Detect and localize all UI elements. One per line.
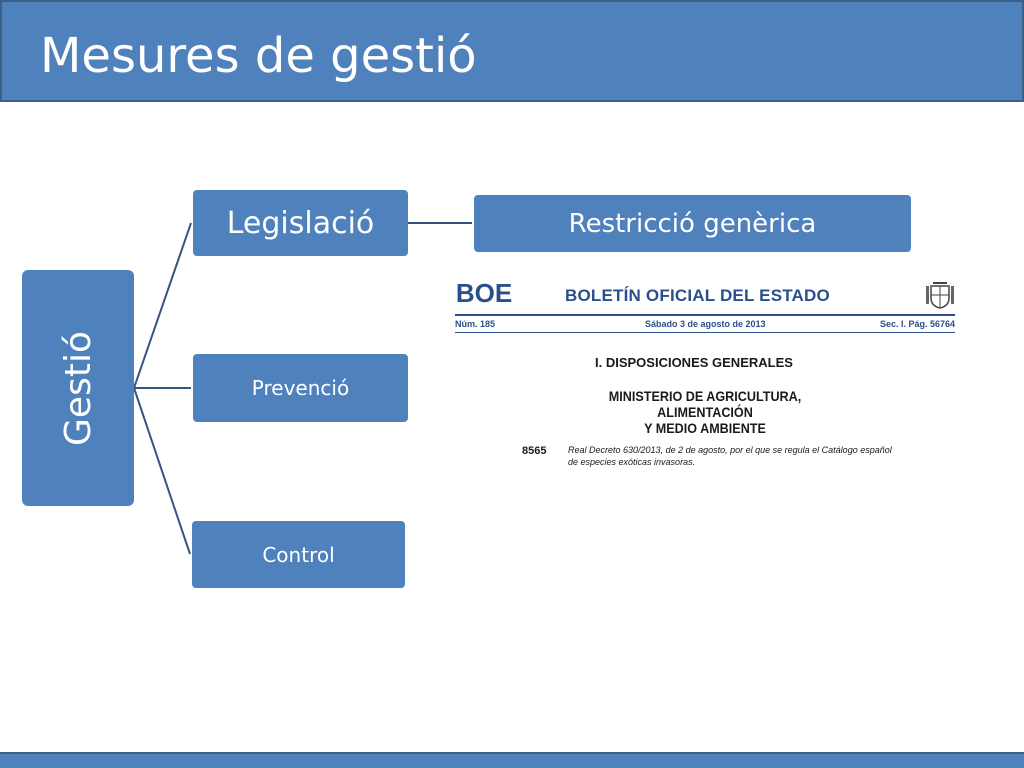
- coat-of-arms-icon: [926, 282, 954, 309]
- svg-text:BOE: BOE: [456, 280, 512, 306]
- node-legislacio-label: Legislació: [226, 205, 375, 241]
- node-legislacio: Legislació: [193, 190, 408, 256]
- boe-issue-number: Núm. 185: [455, 319, 496, 329]
- node-gestio: Gestió: [22, 270, 134, 506]
- node-restriccio-label: Restricció genèrica: [568, 208, 817, 239]
- connector-gestio-control: [133, 387, 191, 555]
- boe-section-title: I. DISPOSICIONES GENERALES: [595, 355, 793, 370]
- boe-document-excerpt: BOE BOLETÍN OFICIAL DEL ESTADO Núm. 185 …: [455, 276, 955, 476]
- boe-ministry-line1: MINISTERIO DE AGRICULTURA, ALIMENTACIÓN: [608, 388, 802, 420]
- slide-title: Mesures de gestió: [40, 28, 477, 84]
- boe-header-rule: [455, 314, 955, 316]
- boe-ministry: MINISTERIO DE AGRICULTURA, ALIMENTACIÓN …: [570, 388, 840, 436]
- node-control-label: Control: [262, 542, 335, 567]
- boe-entry-text: Real Decreto 630/2013, de 2 de agosto, p…: [568, 445, 892, 467]
- boe-meta-rule: [455, 332, 955, 333]
- connector-gestio-legislacio: [133, 222, 192, 389]
- node-prevencio-label: Prevenció: [251, 376, 350, 400]
- node-gestio-label: Gestió: [57, 330, 99, 446]
- footer-bar: [0, 752, 1024, 768]
- node-control: Control: [192, 521, 405, 588]
- boe-entry-number: 8565: [522, 445, 547, 457]
- boe-ministry-line2: Y MEDIO AMBIENTE: [644, 420, 766, 436]
- title-bar: Mesures de gestió: [0, 0, 1024, 102]
- node-restriccio-generica: Restricció genèrica: [474, 195, 911, 252]
- boe-logo-icon: BOE: [455, 280, 513, 306]
- boe-section-page: Sec. I. Pág. 56764: [879, 319, 955, 329]
- node-prevencio: Prevenció: [193, 354, 408, 422]
- boe-date: Sábado 3 de agosto de 2013: [645, 319, 766, 329]
- boe-masthead: BOLETÍN OFICIAL DEL ESTADO: [565, 286, 830, 305]
